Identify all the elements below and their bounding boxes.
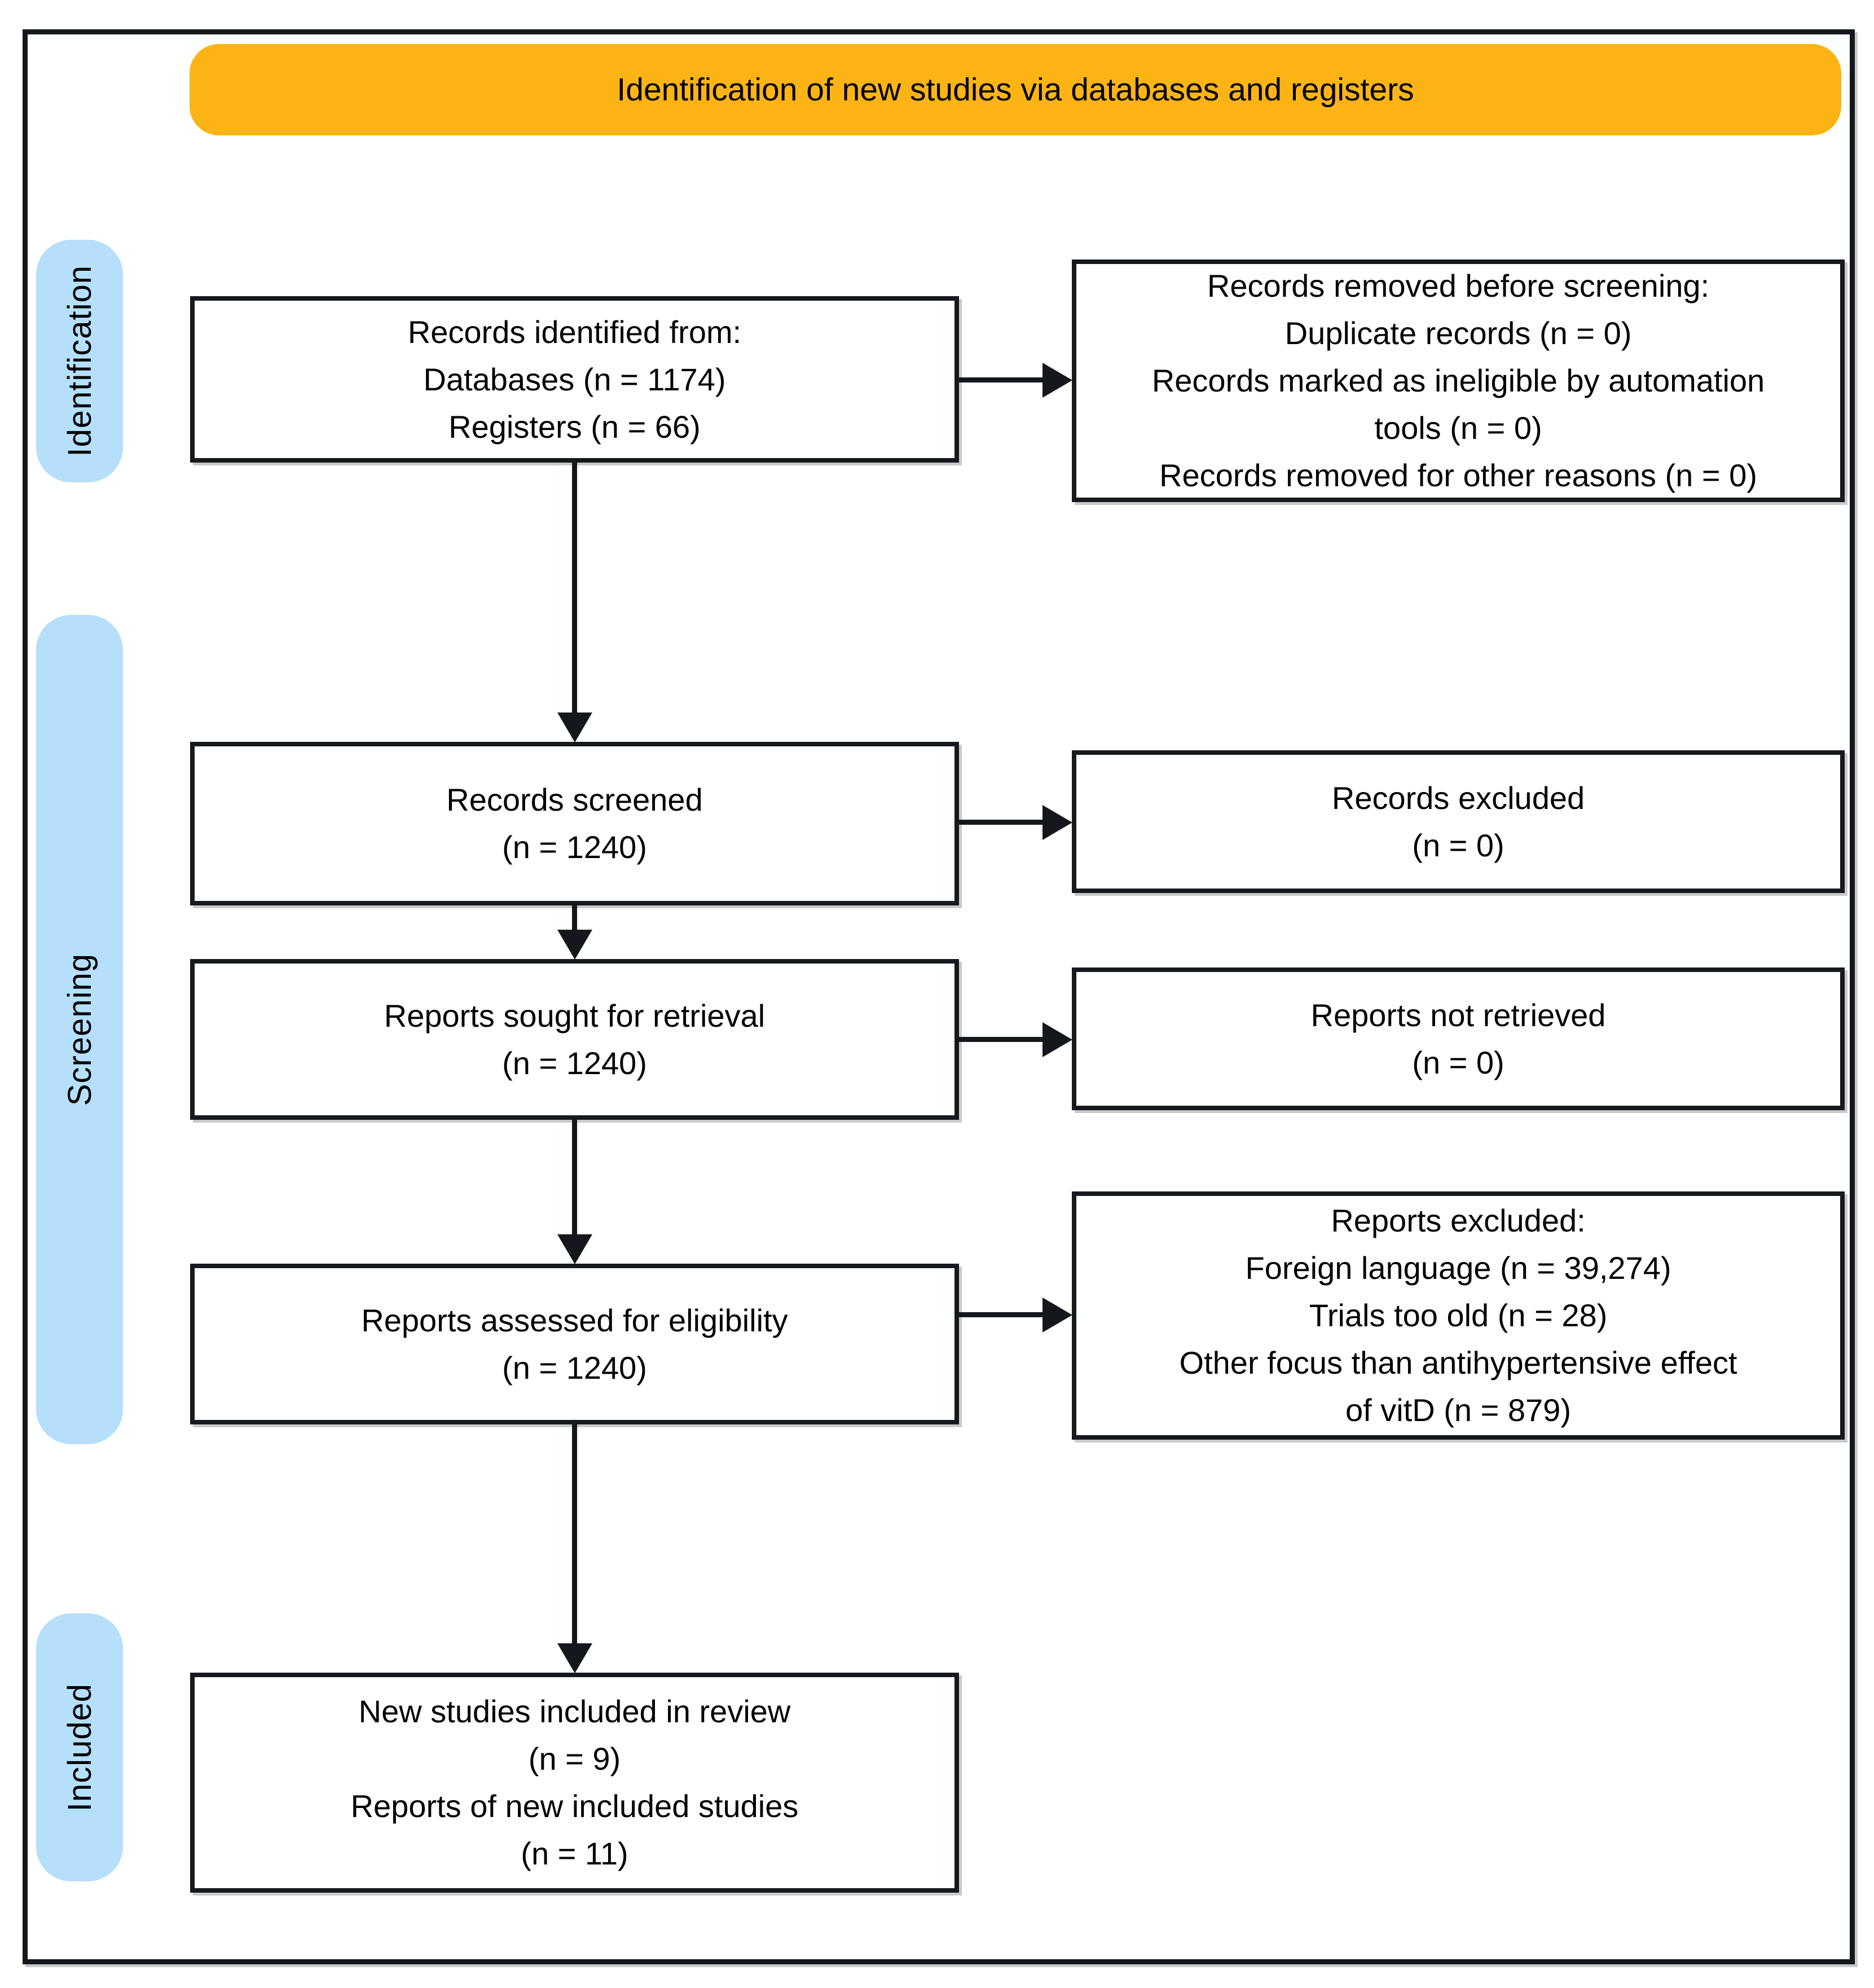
stage-label-text: Screening xyxy=(61,953,98,1106)
box-records-excluded: Records excluded (n = 0) xyxy=(1072,750,1845,893)
arrow-identified-to-removed-line xyxy=(959,377,1042,382)
arrow-screened-to-sought-line xyxy=(572,905,577,930)
box-records-identified: Records identified from: Databases (n = … xyxy=(190,296,959,463)
header-banner: Identification of new studies via databa… xyxy=(190,44,1841,135)
box-line: (n = 11) xyxy=(521,1836,628,1871)
box-line: (n = 1240) xyxy=(502,1045,647,1081)
arrow-assessed-to-excluded-line xyxy=(959,1312,1042,1317)
box-line: (n = 1240) xyxy=(502,1349,647,1386)
box-line: (n = 9) xyxy=(528,1741,621,1776)
arrow-sought-to-assessed-line xyxy=(572,1120,577,1234)
box-line: Records excluded xyxy=(1331,780,1585,816)
arrow-down-icon xyxy=(557,930,592,960)
arrow-right-icon xyxy=(1042,805,1072,840)
box-line: Other focus than antihypertensive effect… xyxy=(1179,1345,1737,1428)
arrow-screened-to-excluded-line xyxy=(959,820,1042,825)
box-records-removed-before-screening: Records removed before screening: Duplic… xyxy=(1072,260,1845,502)
arrow-assessed-to-included-line xyxy=(572,1424,577,1643)
box-reports-excluded: Reports excluded: Foreign language (n = … xyxy=(1072,1191,1845,1440)
box-line: Records removed before screening: xyxy=(1207,268,1710,304)
box-records-screened: Records screened (n = 1240) xyxy=(190,742,959,905)
box-line: Records screened xyxy=(446,782,703,817)
box-line: Reports not retrieved xyxy=(1310,997,1606,1033)
diagram-title: Identification of new studies via databa… xyxy=(617,72,1414,108)
box-line: Databases (n = 1174) xyxy=(423,361,726,397)
box-line: Records identified from: xyxy=(407,314,742,350)
stage-label-identification: Identification xyxy=(36,240,123,482)
box-line: Records marked as ineligible by automati… xyxy=(1151,363,1765,446)
stage-label-text: Included xyxy=(61,1683,98,1812)
arrow-down-icon xyxy=(557,1234,592,1264)
box-line: Reports assessed for eligibility xyxy=(361,1302,788,1338)
arrow-down-icon xyxy=(557,1643,592,1673)
stage-label-text: Identification xyxy=(61,265,98,457)
box-line: Reports of new included studies xyxy=(350,1788,799,1824)
diagram-border xyxy=(23,29,1855,1964)
stage-label-included: Included xyxy=(36,1613,123,1881)
box-line: Duplicate records (n = 0) xyxy=(1284,315,1632,351)
box-line: New studies included in review xyxy=(358,1694,791,1729)
box-reports-sought: Reports sought for retrieval (n = 1240) xyxy=(190,959,959,1120)
arrow-right-icon xyxy=(1042,363,1072,398)
box-line: (n = 1240) xyxy=(502,829,647,865)
arrow-identified-to-screened-line xyxy=(572,463,577,712)
arrow-right-icon xyxy=(1042,1298,1072,1332)
box-line: (n = 0) xyxy=(1412,1044,1505,1080)
stage-label-screening: Screening xyxy=(36,615,123,1444)
box-new-studies-included: New studies included in review (n = 9) R… xyxy=(190,1673,959,1893)
box-line: Reports excluded: xyxy=(1331,1203,1586,1238)
box-line: Registers (n = 66) xyxy=(448,408,701,445)
box-reports-not-retrieved: Reports not retrieved (n = 0) xyxy=(1072,967,1845,1110)
box-line: (n = 0) xyxy=(1412,827,1505,863)
arrow-down-icon xyxy=(557,712,592,742)
arrow-right-icon xyxy=(1042,1022,1072,1057)
box-reports-assessed: Reports assessed for eligibility (n = 12… xyxy=(190,1264,959,1424)
arrow-sought-to-notretrieved-line xyxy=(959,1037,1042,1042)
box-line: Trials too old (n = 28) xyxy=(1309,1298,1608,1333)
box-line: Foreign language (n = 39,274) xyxy=(1245,1250,1671,1286)
box-line: Reports sought for retrieval xyxy=(384,997,766,1033)
box-line: Records removed for other reasons (n = 0… xyxy=(1159,458,1757,493)
